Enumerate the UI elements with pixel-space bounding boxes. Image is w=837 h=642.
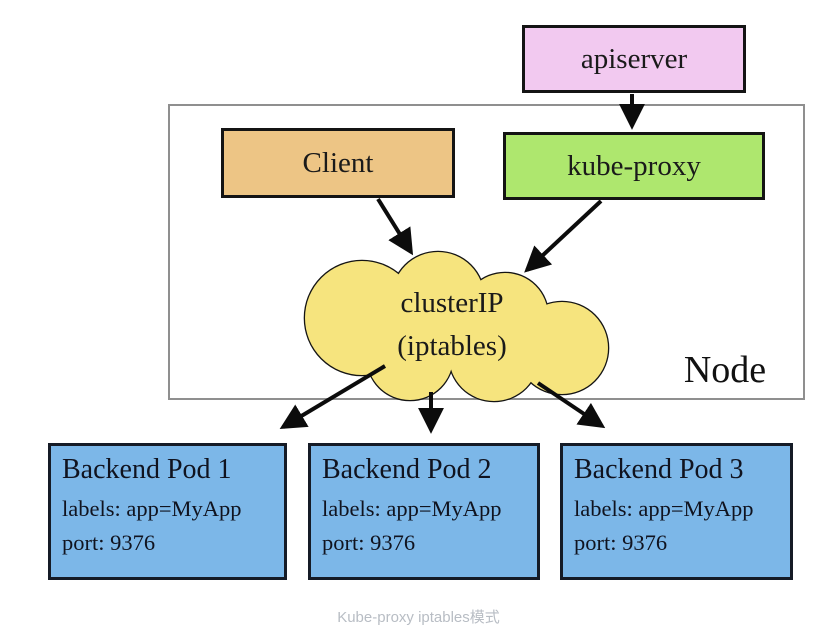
node-label: Node — [683, 349, 767, 391]
arrow-client-to-clusterip — [376, 197, 414, 256]
clusterip-label-line2: (iptables) — [397, 330, 507, 362]
backend-pod-1-box: Backend Pod 1 labels: app=MyApp port: 93… — [48, 443, 287, 580]
pod-title: Backend Pod 3 — [574, 454, 744, 485]
apiserver-box: apiserver — [522, 25, 746, 93]
diagram-arrows — [279, 94, 645, 434]
pod-port: port: 9376 — [62, 530, 156, 555]
clusterip-cloud — [303, 250, 610, 403]
backend-pod-2-box: Backend Pod 2 labels: app=MyApp port: 93… — [308, 443, 540, 580]
kube-proxy-label: kube-proxy — [567, 149, 701, 182]
clusterip-label-line1: clusterIP — [400, 287, 504, 319]
arrow-clusterip-to-pod3 — [536, 381, 606, 429]
arrow-kubeproxy-to-clusterip — [524, 199, 603, 273]
pod-labels: labels: app=MyApp — [62, 496, 242, 521]
client-box: Client — [221, 128, 455, 198]
figure-caption: Kube-proxy iptables模式 — [337, 609, 500, 626]
clusterip-label: clusterIP (iptables) — [337, 282, 567, 368]
backend-pod-3-box: Backend Pod 3 labels: app=MyApp port: 93… — [560, 443, 793, 580]
pod-title: Backend Pod 2 — [322, 454, 492, 485]
arrow-clusterip-to-pod1 — [279, 364, 387, 430]
pod-labels: labels: app=MyApp — [574, 496, 754, 521]
pod-title: Backend Pod 1 — [62, 454, 232, 485]
pod-labels: labels: app=MyApp — [322, 496, 502, 521]
apiserver-label: apiserver — [580, 42, 688, 75]
pod-port: port: 9376 — [322, 530, 416, 555]
kube-proxy-box: kube-proxy — [503, 132, 765, 200]
client-label: Client — [302, 146, 374, 179]
pod-port: port: 9376 — [574, 530, 668, 555]
